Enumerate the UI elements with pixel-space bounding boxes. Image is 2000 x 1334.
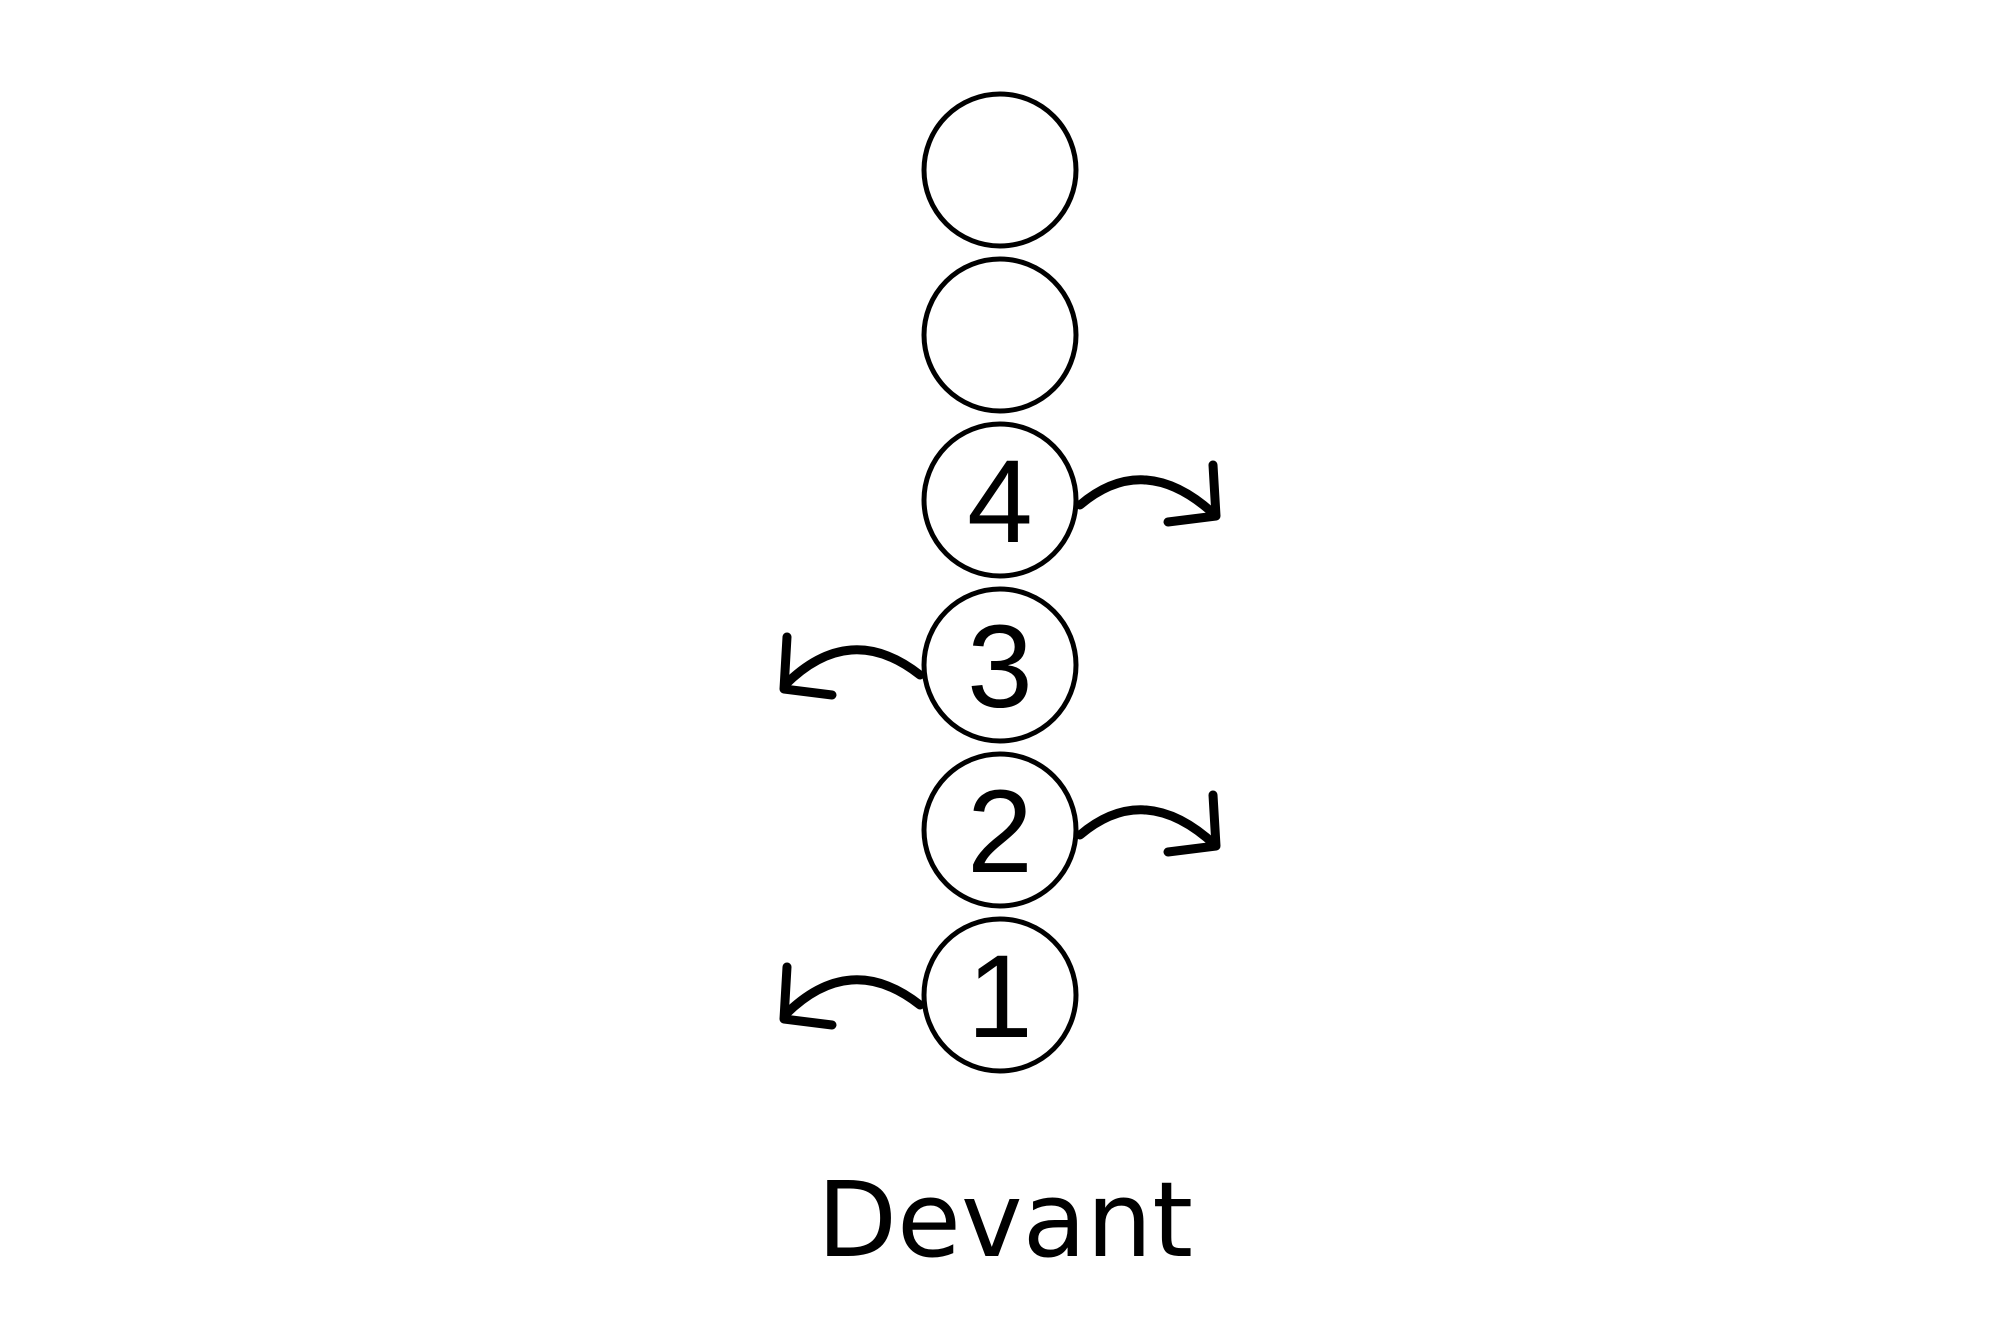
position-circle xyxy=(921,91,1079,249)
position-number: 2 xyxy=(967,766,1033,898)
position-1: 1 xyxy=(779,916,1079,1074)
position-circle xyxy=(921,916,1079,1074)
caption-devant: Devant xyxy=(817,1159,1193,1281)
position-3: 3 xyxy=(779,586,1079,744)
arrow-right-icon xyxy=(1075,790,1221,857)
arrow-right-icon xyxy=(1075,460,1221,527)
position-number: 3 xyxy=(967,601,1033,733)
position-empty-1 xyxy=(921,91,1079,249)
position-circle xyxy=(921,586,1079,744)
position-number: 1 xyxy=(967,931,1033,1063)
position-number: 4 xyxy=(967,436,1033,568)
position-2: 2 xyxy=(921,751,1221,909)
arrow-left-icon xyxy=(779,632,925,700)
position-4: 4 xyxy=(921,421,1221,579)
position-circle xyxy=(921,751,1079,909)
arrow-left-icon xyxy=(779,962,925,1030)
position-circle xyxy=(921,256,1079,414)
position-empty-2 xyxy=(921,256,1079,414)
position-circle xyxy=(921,421,1079,579)
